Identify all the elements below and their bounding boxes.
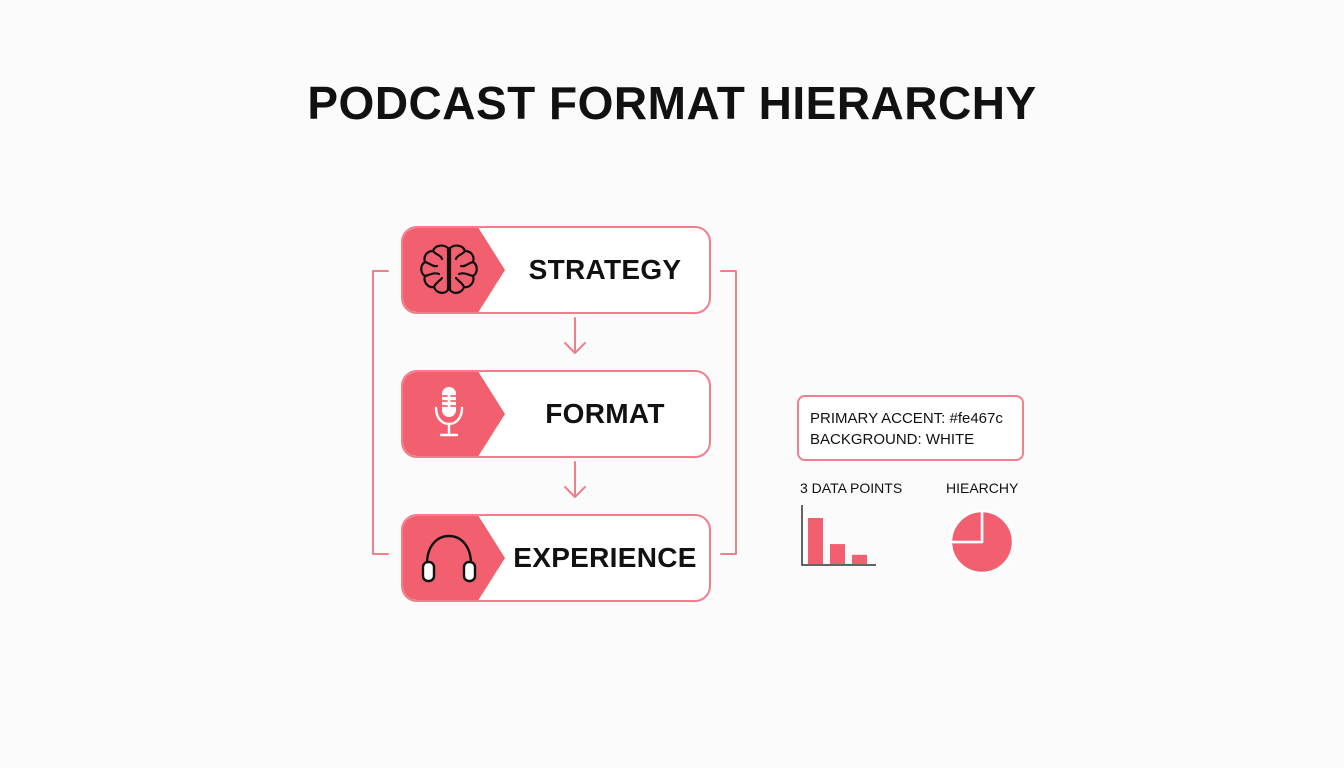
arrow-head-1	[564, 342, 586, 354]
microphone-icon	[434, 387, 464, 437]
mini-bar-label: 3 DATA POINTS	[800, 480, 903, 496]
mini-pie-slice-1	[949, 509, 1015, 575]
page-title: PODCAST FORMAT HIERARCHY	[307, 77, 1037, 129]
step-label-format: FORMAT	[545, 398, 665, 429]
legend-accent-text: PRIMARY ACCENT: #fe467c	[810, 410, 1003, 427]
left-bracket-line	[372, 270, 389, 555]
step-label-strategy: STRATEGY	[528, 254, 682, 285]
step-card-strategy: STRATEGY	[401, 226, 711, 314]
mini-pie-chart	[949, 509, 1015, 575]
mini-bar-chart	[801, 505, 876, 566]
arrow-head-2	[564, 486, 586, 498]
step-label-experience: EXPERIENCE	[513, 542, 697, 573]
mini-bar-3	[852, 554, 867, 564]
step-card-format: FORMAT	[401, 370, 711, 458]
headphones-icon	[421, 534, 477, 583]
legend-box: PRIMARY ACCENT: #fe467c BACKGROUND: WHIT…	[797, 395, 1024, 461]
mini-bar-2	[830, 544, 845, 564]
mini-pie-slice-2	[949, 509, 984, 544]
mini-bar-1	[808, 518, 823, 564]
step-card-experience: EXPERIENCE	[401, 514, 711, 602]
mini-pie-label: HIEARCHY	[946, 480, 1019, 496]
mini-bar-axis	[801, 505, 876, 566]
brain-icon	[420, 244, 478, 294]
legend-background-text: BACKGROUND: WHITE	[810, 431, 975, 448]
right-bracket-line	[720, 270, 737, 555]
